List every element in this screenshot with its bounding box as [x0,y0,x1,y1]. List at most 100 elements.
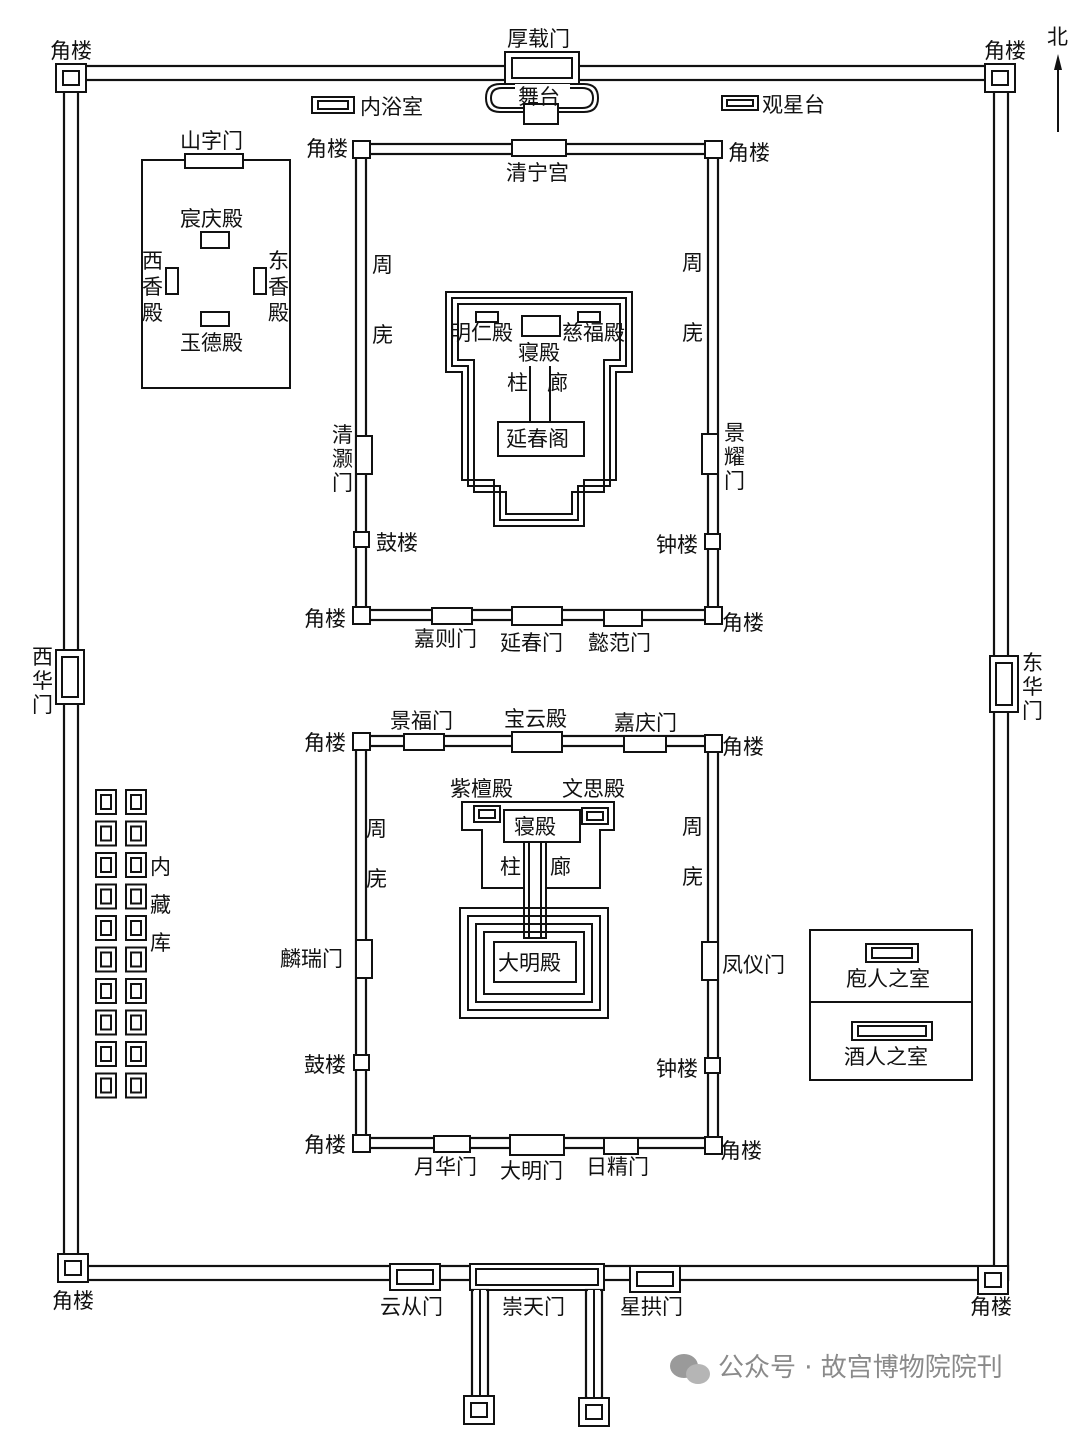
daming-gate-label: 大明门 [500,1159,563,1183]
daming-west-corridor-label: 周庑 [366,817,387,891]
yanchun-pillar-corridor-label: 柱廊 [507,371,568,395]
yanchun-corner-sw-label: 角楼 [304,607,346,631]
east-rooms-compound [809,929,973,1081]
shanzi-gate [184,153,244,169]
chongtian-gate-label: 崇天门 [502,1295,565,1319]
south-approach [463,1288,610,1427]
yanchun-inner-wall [445,291,633,527]
outer-corner-towers [55,63,1016,1295]
daming-sleeping-hall-label: 寝殿 [514,815,556,839]
daming-east-corridor-label: 周庑 [682,815,703,889]
daming-drum-tower-label: 鼓楼 [304,1053,346,1077]
yanchun-sleeping-hall [521,315,561,337]
yanchun-west-corridor-label: 周庑 [372,253,393,347]
daming-hall [493,941,577,983]
west-xiang-hall [165,267,179,295]
yanchun-drum-tower-label: 鼓楼 [376,531,418,555]
yanchun-bell-tower [704,533,721,550]
north-gate-label: 厚载门 [507,27,570,51]
east-xiang-hall-label: 东香殿 [268,249,289,325]
west-gate-label: 西华门 [32,645,53,717]
zitan-hall-label: 紫檀殿 [450,777,513,801]
yude-hall-label: 玉德殿 [180,331,243,355]
chenqing-hall [200,231,230,249]
yanchun-corner-nw-label: 角楼 [306,137,348,161]
jiaqing-gate [623,735,667,753]
xinggong-gate-label: 星拱门 [620,1295,683,1319]
yanchun-drum-tower [353,531,370,548]
daming-corner-ne-label: 角楼 [722,735,764,759]
daming-pillar-corridor-label: 柱廊 [500,855,571,879]
yude-hall [200,311,230,327]
yanchun-gate-label: 延春门 [500,631,563,655]
north-label: 北 [1047,25,1068,49]
mingren-hall-label: 明仁殿 [450,321,513,345]
east-xiang-hall [253,267,267,295]
daming-corner-towers [352,732,723,1155]
qingning-palace-label: 清宁宫 [506,161,569,185]
jiaze-gate-label: 嘉则门 [414,627,477,651]
yanchun-sleeping-hall-label: 寝殿 [518,341,560,365]
shanzi-gate-label: 山字门 [180,129,243,153]
cifu-hall-label: 慈福殿 [562,321,625,345]
yanchun-corner-ne-label: 角楼 [728,141,770,165]
yanchun-gate [511,606,563,626]
yanchun-corner-towers [352,140,723,625]
daming-corner-nw-label: 角楼 [304,731,346,755]
jingyao-gate-label: 景耀门 [724,421,745,493]
fengyi-gate [701,941,719,981]
wine-room-label: 酒人之室 [844,1045,928,1069]
jingfu-gate-label: 景福门 [390,709,453,733]
bath-label: 内浴室 [360,95,423,119]
daming-drum-tower [353,1054,370,1071]
jingyao-gate [701,433,719,475]
yifan-gate-label: 懿范门 [588,631,651,655]
daming-corner-sw-label: 角楼 [304,1133,346,1157]
daming-bell-tower [704,1057,721,1074]
wensi-hall-label: 文思殿 [562,777,625,801]
storehouse-rooms [95,789,147,1099]
daming-gate [509,1134,565,1156]
baoyun-hall-label: 宝云殿 [504,707,567,731]
storehouse-label: 内藏库 [150,855,171,955]
daming-terrace [459,907,609,1019]
rijing-gate-label: 日精门 [586,1155,649,1179]
daming-corner-se-label: 角楼 [720,1139,762,1163]
linrui-gate-label: 麟瑞门 [280,947,343,971]
fengyi-gate-label: 凤仪门 [722,953,785,977]
chenqing-hall-label: 宸庆殿 [180,207,243,231]
wechat-logo-icon [670,1354,710,1384]
cook-room-label: 庖人之室 [846,967,930,991]
yanchun-pavilion [497,421,585,457]
yifan-gate [603,609,643,627]
daming-rear-complex [461,801,615,889]
yanchun-east-corridor-label: 周庑 [682,251,703,345]
yanchun-corner-se-label: 角楼 [722,611,764,635]
jiaze-gate [431,607,473,625]
qinghao-gate-label: 清灏门 [332,423,353,495]
baoyun-hall [511,731,563,753]
stage-label: 舞台 [518,85,560,109]
yuncong-gate-label: 云从门 [380,1295,443,1319]
qingning-palace [511,139,567,157]
corner-tower-nw-label: 角楼 [50,39,92,63]
daming-bell-tower-label: 钟楼 [656,1057,698,1081]
yanchun-pavilion-label: 延春阁 [506,427,569,451]
corner-tower-sw-label: 角楼 [52,1289,94,1313]
yuehua-gate-label: 月华门 [414,1155,477,1179]
jiaqing-gate-label: 嘉庆门 [614,711,677,735]
daming-hall-label: 大明殿 [498,951,561,975]
rijing-gate [603,1137,639,1155]
yanchun-bell-tower-label: 钟楼 [656,533,698,557]
west-xiang-hall-label: 西香殿 [142,249,163,325]
observatory-label: 观星台 [762,93,825,117]
linrui-gate [355,939,373,979]
qinghao-gate [355,435,373,475]
jingfu-gate [403,733,445,751]
east-gate-label: 东华门 [1022,651,1043,723]
yuehua-gate [433,1135,471,1153]
north-arrow-icon [1054,54,1062,132]
corner-tower-se-label: 角楼 [970,1295,1012,1319]
watermark-text: 公众号 · 故宫博物院院刊 [718,1353,1003,1383]
